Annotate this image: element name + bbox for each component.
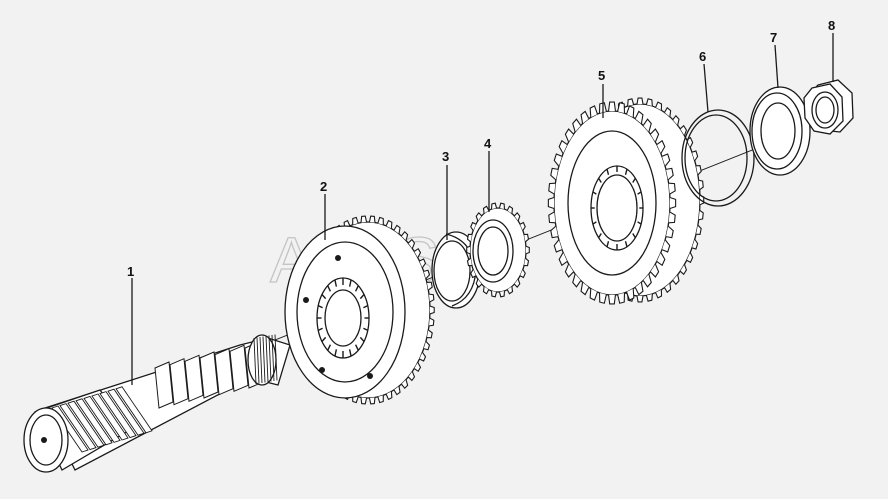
part-2-synchronizer-hub <box>284 215 435 405</box>
callout-8: 8 <box>828 18 835 33</box>
callout-3: 3 <box>442 149 449 164</box>
callout-7: 7 <box>770 30 777 45</box>
part-4-blocking-ring <box>466 202 530 298</box>
callout-2: 2 <box>320 179 327 194</box>
part-8-nut <box>803 79 854 135</box>
callout-5: 5 <box>598 68 605 83</box>
part-5-gear <box>547 97 705 305</box>
callout-6: 6 <box>699 49 706 64</box>
leader-line-7 <box>774 44 779 89</box>
callouts: 1 2 3 4 5 6 7 8 <box>127 18 835 385</box>
callout-1: 1 <box>127 264 134 279</box>
part-1-splined-shaft <box>23 334 291 473</box>
leader-line-6 <box>703 63 709 113</box>
callout-4: 4 <box>484 136 492 151</box>
part-7-washer <box>749 86 811 176</box>
part-6-snap-ring <box>681 109 755 207</box>
